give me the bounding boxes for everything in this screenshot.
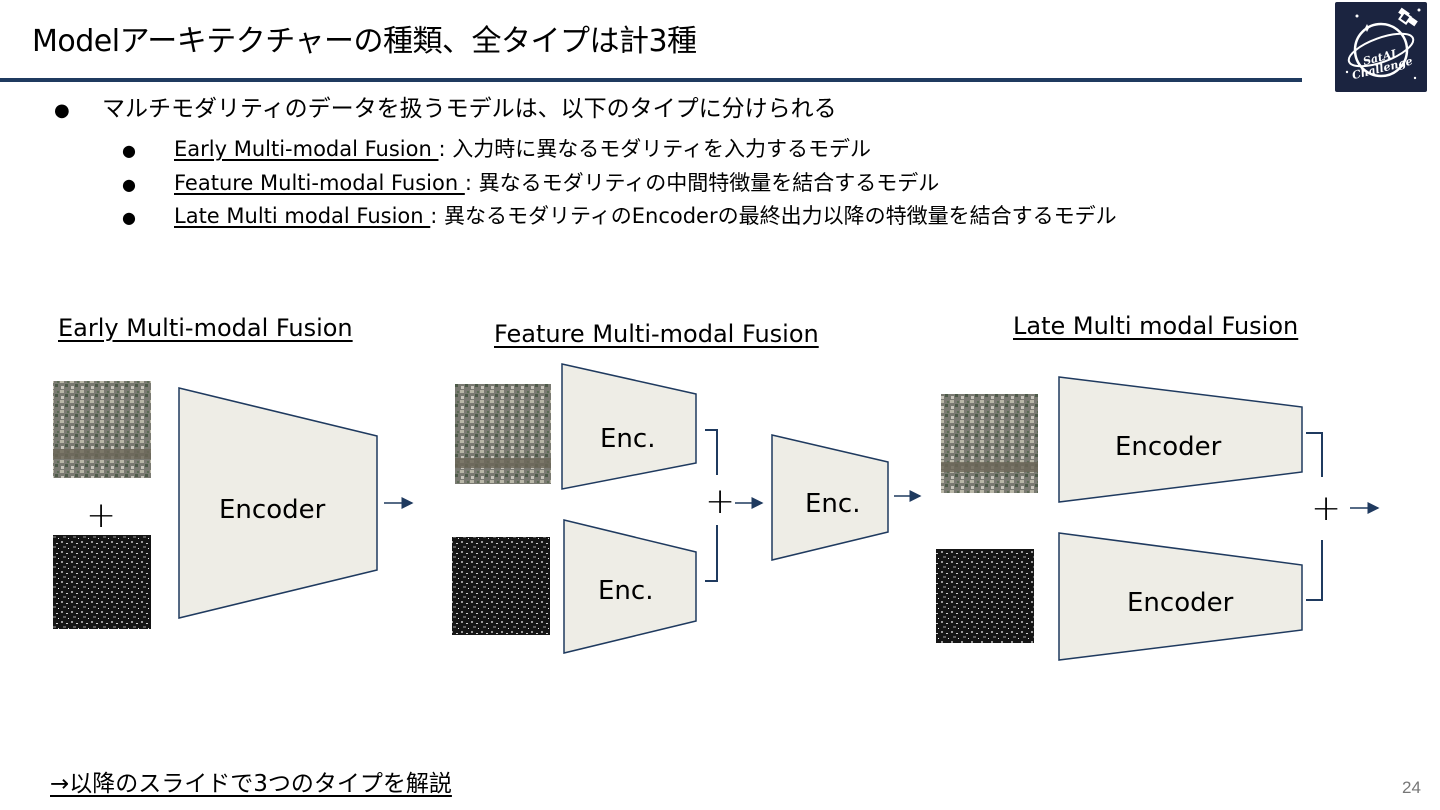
bullet-item: ● Feature Multi-modal Fusion : 異なるモダリティの中… (122, 168, 939, 200)
late-encoder-bottom-shape (1058, 532, 1303, 661)
page-number: 24 (1402, 778, 1421, 797)
road-strip (941, 462, 1038, 472)
feature-encoder-top-shape (561, 363, 697, 490)
feature-join-top (705, 429, 718, 475)
early-encoder-shape (178, 387, 378, 619)
feature-fusion-title: Feature Multi-modal Fusion (494, 320, 819, 348)
bullet-item: ● Early Multi-modal Fusion : 入力時に異なるモダリティ… (122, 134, 871, 166)
title-divider (0, 78, 1302, 82)
feature-enc-bottom-label: Enc. (598, 576, 654, 606)
road-strip (455, 458, 551, 468)
feature-plus-sign: + (705, 481, 736, 522)
satellite-gray-image (936, 549, 1034, 643)
road-strip (53, 449, 151, 459)
bullet-term: Late Multi modal Fusion (174, 204, 431, 228)
bullet-desc: : 異なるモダリティのEncoderの最終出力以降の特徴量を結合するモデル (430, 204, 1117, 228)
satellite-logo-icon (1345, 7, 1421, 80)
late-encoder-bottom-label: Encoder (1127, 588, 1234, 618)
bullet-intro-text: マルチモダリティのデータを扱うモデルは、以下のタイプに分けられる (102, 96, 837, 122)
bullet-term: Feature Multi-modal Fusion (174, 171, 465, 195)
satellite-rgb-image (455, 384, 551, 484)
feature-enc-merge-label: Enc. (805, 489, 861, 519)
bullet-dot-icon: ● (122, 208, 136, 227)
late-plus-sign: + (1311, 488, 1342, 529)
challenge-logo: SatAI Challenge (1335, 2, 1427, 92)
feature-encoder-bottom-shape (563, 519, 697, 654)
late-join-bottom (1306, 540, 1323, 601)
late-fusion-title: Late Multi modal Fusion (1013, 312, 1299, 340)
satellite-rgb-image (53, 381, 151, 478)
early-encoder-label: Encoder (219, 495, 326, 525)
late-encoder-top-label: Encoder (1115, 432, 1222, 462)
bullet-dot-icon: ● (122, 175, 136, 194)
bullet-desc: : 異なるモダリティの中間特徴量を結合するモデル (464, 171, 940, 195)
bullet-desc: : 入力時に異なるモダリティを入力するモデル (438, 137, 871, 161)
feature-encoder-merge-shape (771, 434, 889, 561)
satellite-gray-image (452, 537, 550, 635)
early-fusion-title: Early Multi-modal Fusion (58, 314, 353, 342)
satellite-rgb-image (941, 394, 1038, 493)
feature-join-bottom (705, 525, 718, 582)
early-plus-sign: + (86, 495, 117, 536)
feature-enc-top-label: Enc. (600, 424, 656, 454)
bullet-intro: ● マルチモダリティのデータを扱うモデルは、以下のタイプに分けられる (54, 94, 837, 126)
bullet-item: ● Late Multi modal Fusion : 異なるモダリティのEnco… (122, 201, 1117, 233)
satellite-gray-image (53, 535, 151, 629)
late-join-top (1306, 432, 1323, 477)
bullet-term: Early Multi-modal Fusion (174, 137, 439, 161)
late-encoder-top-shape (1058, 376, 1303, 503)
bullet-dot-icon: ● (122, 141, 136, 160)
next-slides-link[interactable]: →以降のスライドで3つのタイプを解説 (50, 771, 452, 797)
bullet-dot-icon: ● (54, 100, 70, 121)
page-title: Modelアーキテクチャーの種類、全タイプは計3種 (32, 24, 697, 59)
